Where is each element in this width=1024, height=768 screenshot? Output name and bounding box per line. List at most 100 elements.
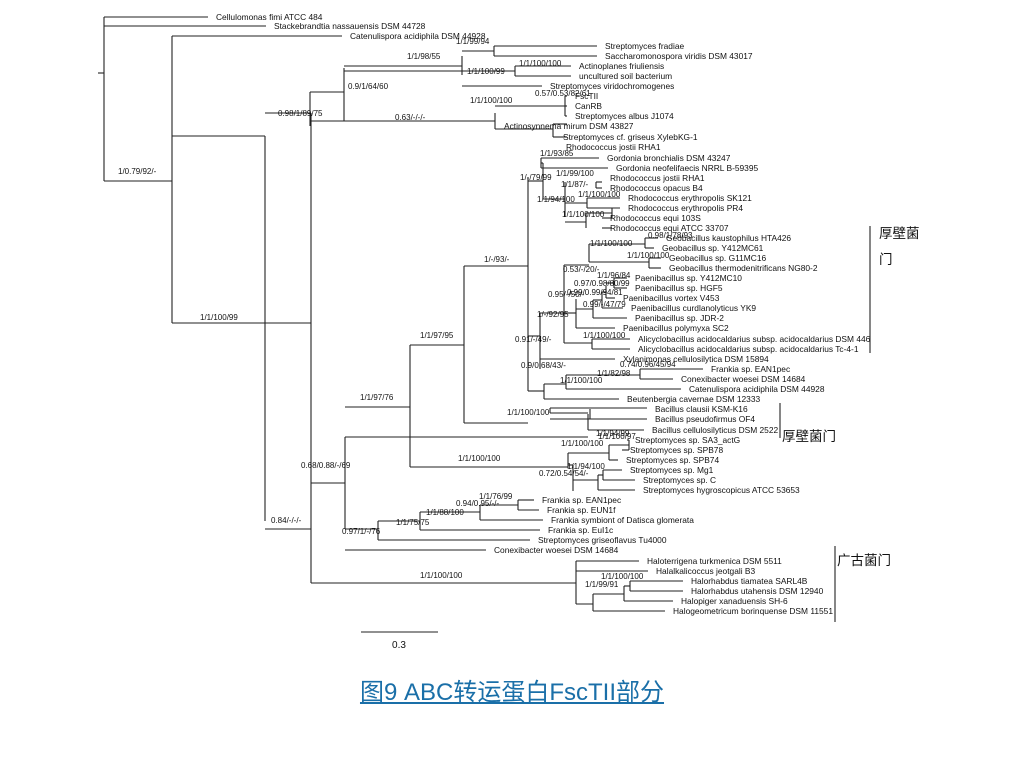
node-support-label: 0.98/1/89/75: [278, 109, 323, 118]
taxon-label: Xylanimonas cellulosilytica DSM 15894: [623, 354, 769, 364]
taxon-label: Rhodococcus erythropolis SK121: [628, 193, 752, 203]
taxon-label: Catenulispora acidiphila DSM 44928: [689, 384, 825, 394]
clade-group-label: 厚壁菌门: [782, 429, 836, 444]
node-support-label: 1/1/100/99: [467, 67, 505, 76]
taxon-label: uncultured soil bacterium: [579, 71, 672, 81]
taxon-label: Bacillus clausii KSM-K16: [655, 404, 748, 414]
node-support-label: 1/1/100/100: [627, 251, 670, 260]
node-support-label: 1/1/99/100: [556, 169, 594, 178]
node-support-label: 0.95/-/50/-: [548, 290, 585, 299]
taxon-label: Beutenbergia cavernae DSM 12333: [627, 394, 760, 404]
node-support-label: 0.9/1/64/60: [348, 82, 389, 91]
node-support-label: 0.53/-/20/-: [563, 265, 600, 274]
node-support-label: 0.99/-/47/79: [583, 300, 626, 309]
clade-group-label: 广古菌门: [837, 553, 891, 568]
taxon-label: Rhodococcus jostii RHA1: [566, 142, 661, 152]
node-support-label: 1/1/99/91: [585, 580, 619, 589]
node-support-label: 1/1/100/100: [560, 376, 603, 385]
taxon-label: Paenibacillus vortex V453: [623, 293, 720, 303]
taxon-label: Cellulomonas fimi ATCC 484: [216, 12, 323, 22]
node-support-label: 1/1/88/100: [426, 508, 464, 517]
node-support-label: 1/1/100/100: [583, 331, 626, 340]
node-support-label: 1/1/100/100: [470, 96, 513, 105]
taxon-label: Gordonia neofelifaecis NRRL B-59395: [616, 163, 758, 173]
taxon-label: Actinoplanes friuliensis: [579, 61, 664, 71]
node-support-label: 1/-/79/99: [520, 173, 552, 182]
node-support-label: 1/0.79/92/-: [118, 167, 157, 176]
taxon-label: Streptomyces hygroscopicus ATCC 53653: [643, 485, 800, 495]
taxon-label: Geobacillus thermodenitrificans NG80-2: [669, 263, 818, 273]
figure-caption: 图9 ABC转运蛋白FscTII部分: [359, 679, 665, 706]
taxon-label: Paenibacillus sp. JDR-2: [635, 313, 724, 323]
node-support-label: 1/1/100/100: [561, 439, 604, 448]
taxon-label: Streptomyces sp. Mg1: [630, 465, 714, 475]
node-support-label: 0.72/0.54/54/-: [539, 469, 589, 478]
node-support-label: 0.91/-/49/-: [515, 335, 552, 344]
taxon-label: CanRB: [575, 101, 602, 111]
taxon-label: Halorhabdus tiamatea SARL4B: [691, 576, 808, 586]
node-support-label: 1/1/94/99: [596, 429, 630, 438]
taxon-label: Paenibacillus sp. HGF5: [635, 283, 723, 293]
taxon-label: Conexibacter woesei DSM 14684: [494, 545, 619, 555]
taxon-label: Halorhabdus utahensis DSM 12940: [691, 586, 824, 596]
taxon-label: Halogeometricum borinquense DSM 11551: [673, 606, 833, 616]
node-support-label: 0.98/1/78/93: [648, 231, 693, 240]
node-support-label: 1/1/100/100: [578, 190, 621, 199]
taxon-label: Frankia sp. EAN1pec: [711, 364, 790, 374]
taxon-label: Haloterrigena turkmenica DSM 5511: [647, 556, 782, 566]
node-support-label: 1/1/100/100: [507, 408, 550, 417]
node-support-label: 1/1/99/94: [456, 37, 490, 46]
taxon-label: Streptomyces fradiae: [605, 41, 684, 51]
node-support-label: 1/1/100/100: [519, 59, 562, 68]
node-support-label: 1/1/94/100: [537, 195, 575, 204]
node-support-label: 1/1/100/100: [562, 210, 605, 219]
taxon-label: Streptomyces albus J1074: [575, 111, 674, 121]
node-support-label: 0.63/-/-/-: [395, 113, 426, 122]
taxon-label: Gordonia bronchialis DSM 43247: [607, 153, 731, 163]
node-support-label: 1/1/100/100: [458, 454, 501, 463]
node-support-label: 1/1/87/-: [561, 180, 588, 189]
taxon-label: Saccharomonospora viridis DSM 43017: [605, 51, 753, 61]
taxon-label: Geobacillus sp. Y412MC61: [662, 243, 764, 253]
taxon-label: Rhodococcus jostii RHA1: [610, 173, 705, 183]
node-support-label: 1/1/100/97: [598, 432, 636, 441]
node-support-label: 1/1/100/100: [420, 571, 463, 580]
taxon-label: Streptomyces sp. SA3_actG: [635, 435, 740, 445]
taxon-label: Streptomyces viridochromogenes: [550, 81, 674, 91]
node-support-label: 0.97/1/-/76: [342, 527, 381, 536]
node-support-label: 1/-/92/95: [537, 310, 569, 319]
taxon-label: Rhodococcus opacus B4: [610, 183, 703, 193]
node-support-label: 1/1/100/100: [590, 239, 633, 248]
node-support-label: 0.57/0.53/82/61: [535, 89, 591, 98]
node-support-label: 1/1/98/55: [407, 52, 441, 61]
taxon-label: Stackebrandtia nassauensis DSM 44728: [274, 21, 426, 31]
node-support-label: 0.9/0.68/43/-: [521, 361, 566, 370]
taxon-label: Streptomyces sp. C: [643, 475, 716, 485]
node-support-label: 1/1/97/95: [420, 331, 454, 340]
taxon-label: Bacillus cellulosilyticus DSM 2522: [652, 425, 778, 435]
taxon-label: Rhodococcus equi ATCC 33707: [610, 223, 729, 233]
taxon-label: Geobacillus kaustophilus HTA426: [666, 233, 791, 243]
taxon-label: Streptomyces cf. griseus XylebKG-1: [563, 132, 698, 142]
node-support-label: 1/1/76/99: [479, 492, 513, 501]
node-support-label: 1/1/96/84: [597, 271, 631, 280]
taxon-label: Paenibacillus curdlanolyticus YK9: [631, 303, 756, 313]
taxon-label: Rhodococcus erythropolis PR4: [628, 203, 743, 213]
taxon-label: Frankia sp. EUN1f: [547, 505, 616, 515]
node-support-label: 1/1/75/75: [396, 518, 430, 527]
taxon-label: Rhodococcus equi 103S: [610, 213, 701, 223]
taxon-label: Frankia symbiont of Datisca glomerata: [551, 515, 694, 525]
taxon-label: Paenibacillus polymyxa SC2: [623, 323, 729, 333]
taxon-label: Alicyclobacillus acidocaldarius subsp. a…: [638, 334, 871, 344]
node-support-label: 1/1/97/76: [360, 393, 394, 402]
node-support-label: 0.68/0.88/-/69: [301, 461, 351, 470]
taxon-label: Actinosynnema mirum DSM 43827: [504, 121, 634, 131]
taxon-label: Halopiger xanaduensis SH-6: [681, 596, 788, 606]
taxon-label: Alicyclobacillus acidocaldarius subsp. a…: [638, 344, 859, 354]
node-support-label: 1/-/93/-: [484, 255, 510, 264]
taxon-label: Streptomyces griseoflavus Tu4000: [538, 535, 667, 545]
taxon-label: Paenibacillus sp. Y412MC10: [635, 273, 742, 283]
taxon-label: Streptomyces sp. SPB74: [626, 455, 719, 465]
node-support-label: 0.94/0.95/-/-: [456, 499, 499, 508]
